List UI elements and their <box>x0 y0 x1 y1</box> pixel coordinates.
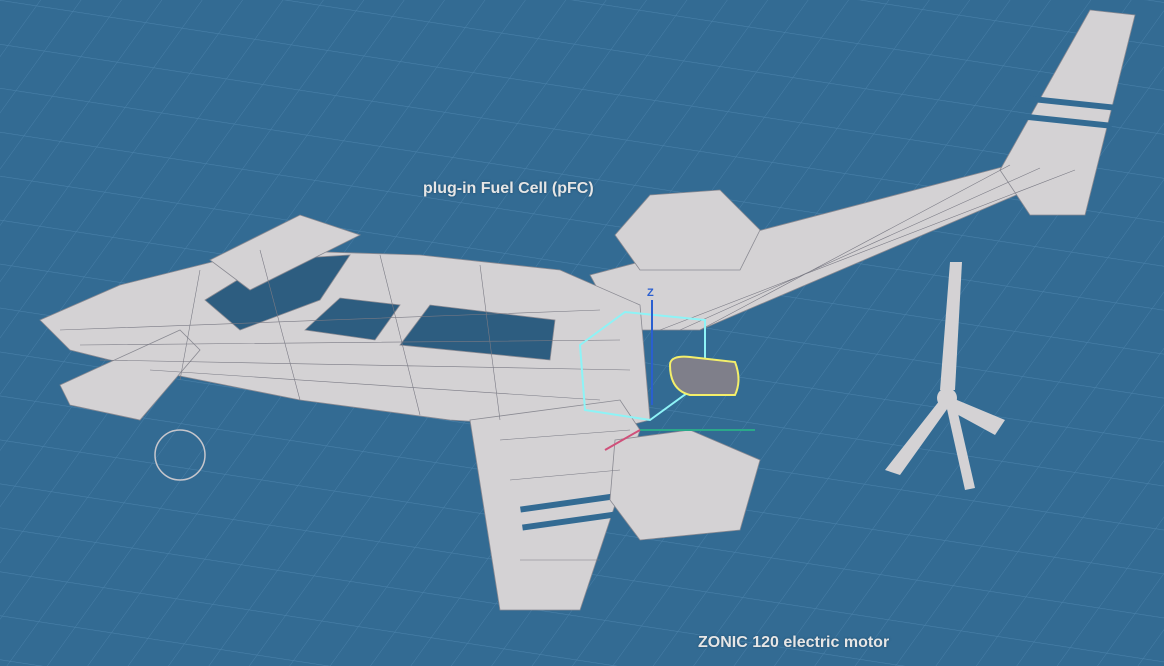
tail-fin[interactable] <box>999 9 1136 216</box>
axis-z-label: Z <box>647 287 654 299</box>
propeller[interactable] <box>885 262 1005 490</box>
left-canard <box>209 214 362 291</box>
left-wing[interactable] <box>59 329 201 421</box>
airplane-wireframe[interactable] <box>39 9 1136 611</box>
landing-wheel <box>154 429 206 481</box>
motor-selection[interactable] <box>668 355 740 396</box>
tail-fairing <box>614 189 761 271</box>
motor-label: ZONIC 120 electric motor <box>698 634 890 651</box>
x-axis[interactable] <box>604 429 641 451</box>
mesh-lines <box>59 164 1076 561</box>
window-2 <box>399 304 556 361</box>
transform-gizmo[interactable] <box>578 300 755 451</box>
fuel-cell-label: plug-in Fuel Cell (pFC) <box>423 180 594 197</box>
